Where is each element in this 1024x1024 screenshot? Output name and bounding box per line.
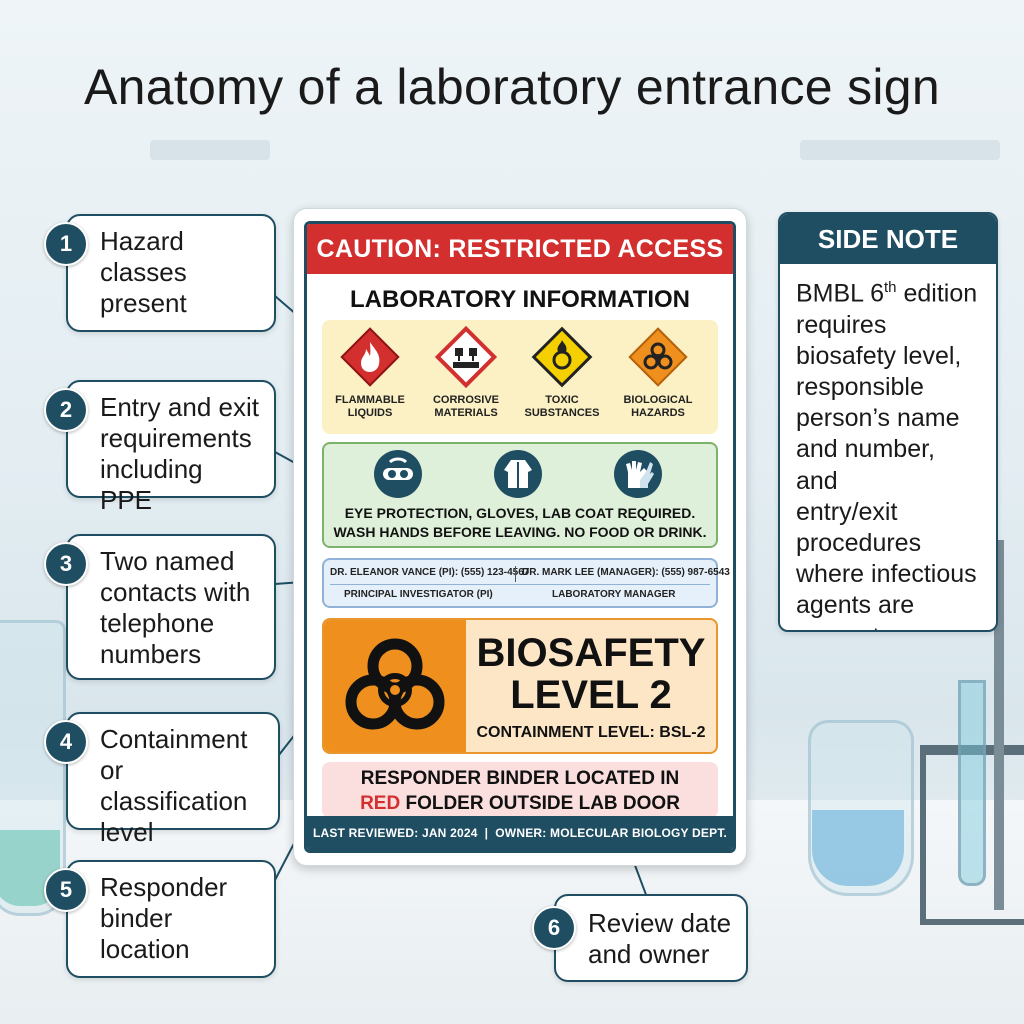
binder-line: RED FOLDER OUTSIDE LAB DOOR bbox=[322, 791, 718, 816]
binder-location: RESPONDER BINDER LOCATED IN RED FOLDER O… bbox=[322, 762, 718, 818]
callout-text-line: Two named bbox=[100, 546, 235, 576]
gloves-icon bbox=[614, 450, 662, 498]
callout-text-line: requirements bbox=[100, 423, 252, 453]
callout-binder: Responder binder location bbox=[66, 860, 276, 978]
callout-entry-exit: Entry and exit requirements including PP… bbox=[66, 380, 276, 515]
binder-line-rest: FOLDER OUTSIDE LAB DOOR bbox=[400, 793, 680, 814]
side-note-line: and number, and bbox=[796, 435, 935, 495]
side-note-line: biosafety level, bbox=[796, 341, 962, 370]
contact-pi-line: DR. ELEANOR VANCE (PI): (555) 123-4567 bbox=[330, 567, 530, 578]
callout-text-line: telephone bbox=[100, 608, 215, 638]
callout-review: Review date and owner bbox=[554, 894, 748, 982]
ppe-requirements: EYE PROTECTION, GLOVES, LAB COAT REQUIRE… bbox=[324, 504, 716, 542]
biosafety-level-title: BIOSAFETY LEVEL 2 bbox=[466, 632, 716, 716]
callout-text-line: or classification bbox=[100, 755, 248, 816]
lab-entrance-sign: CAUTION: RESTRICTED ACCESS LABORATORY IN… bbox=[293, 208, 747, 866]
bsl-title-line: LEVEL 2 bbox=[510, 673, 672, 717]
side-note-header: SIDE NOTE bbox=[780, 214, 996, 264]
callout-text-line: classes bbox=[100, 257, 187, 287]
callout-number-5: 5 bbox=[44, 868, 88, 912]
ppe-panel: EYE PROTECTION, GLOVES, LAB COAT REQUIRE… bbox=[322, 442, 718, 548]
callout-contacts: Two named contacts with telephone number… bbox=[66, 534, 276, 680]
callout-text-line: Responder bbox=[100, 872, 228, 902]
side-note-line: where infectious bbox=[796, 560, 977, 589]
side-note-line: entry/exit bbox=[796, 497, 898, 526]
callout-number-3: 3 bbox=[44, 542, 88, 586]
side-note-line: procedures bbox=[796, 528, 922, 557]
toxic-icon bbox=[531, 326, 593, 388]
callout-containment: Containment or classification level bbox=[66, 712, 280, 847]
containment-level: CONTAINMENT LEVEL: BSL-2 bbox=[476, 724, 706, 741]
side-note-line: requires bbox=[796, 310, 887, 339]
goggles-icon bbox=[374, 450, 422, 498]
lab-coat-icon bbox=[494, 450, 542, 498]
callout-text-line: and owner bbox=[588, 939, 710, 969]
callout-text-line: Hazard bbox=[100, 226, 184, 256]
side-note-line: BMBL 6th edition bbox=[796, 279, 978, 308]
biosafety-panel: BIOSAFETY LEVEL 2 CONTAINMENT LEVEL: BSL… bbox=[322, 618, 718, 754]
callout-text-line: level bbox=[100, 817, 154, 847]
corrosive-icon bbox=[435, 326, 497, 388]
callout-number-4: 4 bbox=[44, 720, 88, 764]
callout-text-line: binder bbox=[100, 903, 173, 933]
biohazard-icon bbox=[345, 638, 445, 730]
page-title: Anatomy of a laboratory entrance sign bbox=[83, 59, 941, 115]
flammable-icon bbox=[340, 327, 400, 387]
side-note-line: person’s name bbox=[796, 404, 960, 433]
biohazard-symbol bbox=[324, 620, 466, 752]
callout-text-line: Containment bbox=[100, 724, 248, 754]
callout-number-2: 2 bbox=[44, 388, 88, 432]
side-note-line: present. bbox=[796, 622, 980, 630]
ppe-text-line: EYE PROTECTION, GLOVES, LAB COAT REQUIRE… bbox=[344, 505, 696, 521]
callout-text-line: including PPE bbox=[100, 454, 203, 515]
contact-pi-role: PRINCIPAL INVESTIGATOR (PI) bbox=[344, 589, 493, 600]
sign-heading: LABORATORY INFORMATION bbox=[350, 286, 690, 313]
callout-text-line: present bbox=[100, 288, 187, 318]
bsl-title-line: BIOSAFETY bbox=[476, 631, 706, 675]
contact-manager-role: LABORATORY MANAGER bbox=[552, 589, 676, 600]
ppe-text-line: WASH HANDS BEFORE LEAVING. NO FOOD OR DR… bbox=[333, 524, 707, 540]
biohazard-icon bbox=[628, 327, 688, 387]
callout-number-1: 1 bbox=[44, 222, 88, 266]
side-note: SIDE NOTE BMBL 6th edition requires bios… bbox=[778, 212, 998, 632]
side-note-line: agents are bbox=[796, 591, 915, 620]
contacts-panel: DR. ELEANOR VANCE (PI): (555) 123-4567 D… bbox=[322, 558, 730, 608]
binder-line: RESPONDER BINDER LOCATED IN bbox=[360, 768, 680, 789]
caution-banner: CAUTION: RESTRICTED ACCESS bbox=[307, 224, 733, 274]
callout-text-line: contacts with bbox=[100, 577, 251, 607]
callout-text-line: Entry and exit bbox=[100, 392, 259, 422]
callout-text-line: location bbox=[100, 934, 190, 964]
side-note-body: BMBL 6th edition requires biosafety leve… bbox=[780, 264, 996, 630]
contact-manager-line: DR. MARK LEE (MANAGER): (555) 987-6543 bbox=[522, 567, 730, 578]
sign-border: CAUTION: RESTRICTED ACCESS LABORATORY IN… bbox=[304, 221, 736, 853]
callout-hazard-classes: Hazard classes present bbox=[66, 214, 276, 332]
side-note-line: responsible bbox=[796, 372, 924, 401]
callout-text-line: numbers bbox=[100, 639, 202, 669]
binder-red-word: RED bbox=[360, 793, 401, 814]
callout-text-line: Review date bbox=[588, 908, 732, 938]
sign-footer: LAST REVIEWED: JAN 2024 | OWNER: MOLECUL… bbox=[307, 816, 733, 850]
callout-number-6: 6 bbox=[532, 906, 576, 950]
